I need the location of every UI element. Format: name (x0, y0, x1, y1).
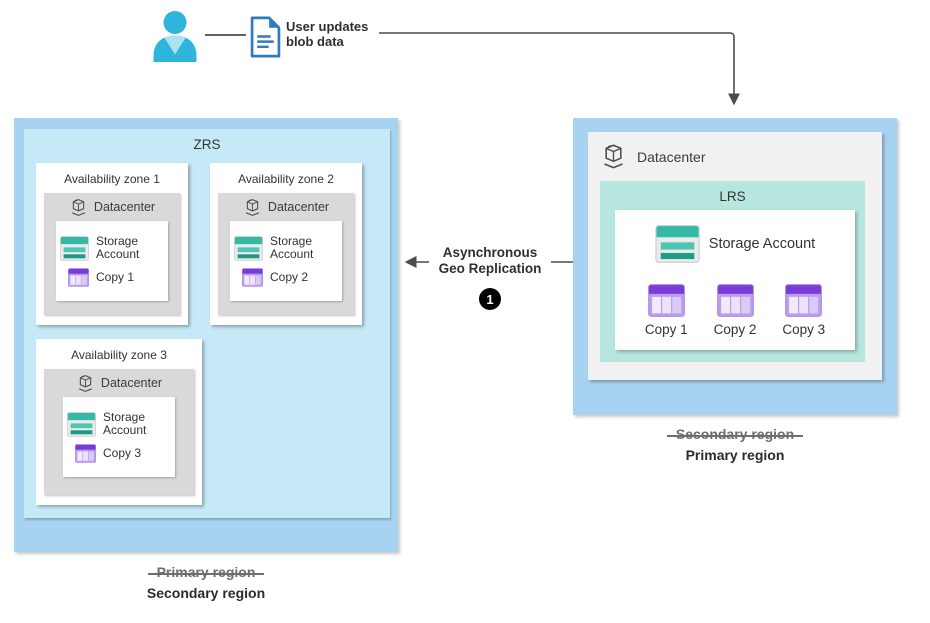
zone-2-datacenter-label: Datacenter (267, 200, 330, 214)
zone-2-storage-label: Storage Account (270, 234, 314, 261)
zone-2-storage-panel: Storage Account Copy 2 (230, 221, 342, 301)
zone-1-datacenter-header: Datacenter (44, 193, 180, 221)
geo-replication-label-line1: Asynchronous (442, 245, 538, 260)
copy-1-label: Copy 1 (644, 322, 688, 337)
zone-1-storage-panel: Storage Account Copy 1 (56, 221, 168, 301)
zrs-title: ZRS (193, 137, 221, 152)
availability-zone-3-title: Availability zone 3 (71, 348, 167, 362)
zone-2-datacenter-header: Datacenter (218, 193, 354, 221)
availability-zone-2-card: Availability zone 2 Datacenter Storage A… (210, 163, 362, 325)
availability-zone-3-card: Availability zone 3 Datacenter Storage A… (36, 339, 202, 505)
primary-datacenter-box: Datacenter LRS Storage Account Copy 1 Co… (588, 132, 882, 380)
storage-account-icon (234, 235, 263, 261)
table-copy-icon (716, 284, 754, 317)
datacenter-building-icon (78, 374, 93, 392)
user-update-label: User updates blob data (286, 19, 380, 49)
primary-datacenter-header: Datacenter (588, 132, 882, 170)
right-region-struck-label: Secondary region (666, 424, 804, 445)
lrs-title: LRS (719, 189, 746, 204)
person-icon (153, 11, 197, 62)
zone-3-storage-panel: Storage Account Copy 3 (63, 397, 175, 477)
user-update-line2: blob data (286, 34, 344, 49)
availability-zone-1-card: Availability zone 1 Datacenter Storage A… (36, 163, 188, 325)
lrs-storage-panel: Storage Account Copy 1 Copy 2 Copy 3 (615, 210, 855, 350)
lrs-group-box: LRS Storage Account Copy 1 Copy 2 (600, 181, 865, 362)
copy-3-label: Copy 3 (782, 322, 826, 337)
datacenter-building-icon (603, 144, 624, 169)
zone-1-storage-label: Storage Account (96, 234, 140, 261)
right-region-current-label: Primary region (685, 447, 785, 463)
copy-2-label: Copy 2 (713, 322, 757, 337)
table-copy-icon (68, 268, 89, 287)
datacenter-building-icon (245, 198, 260, 216)
zone-3-copy-row: Copy 3 (63, 444, 175, 463)
zone-2-copy-row: Copy 2 (230, 268, 342, 287)
zone-3-copy-label: Copy 3 (103, 446, 142, 460)
storage-account-icon (67, 411, 96, 437)
zone-3-datacenter-box: Datacenter Storage Account Copy 3 (44, 369, 194, 495)
copy-3-item: Copy 3 (782, 284, 825, 337)
zone-1-copy-label: Copy 1 (96, 270, 135, 284)
step-1-number: 1 (486, 291, 494, 307)
zone-1-copy-row: Copy 1 (56, 268, 168, 287)
lrs-storage-row: Storage Account (615, 225, 855, 263)
step-1-badge: 1 (479, 288, 501, 310)
table-copy-icon (242, 268, 263, 287)
zone-2-datacenter-box: Datacenter Storage Account Copy 2 (218, 193, 354, 315)
zone-2-storage-row: Storage Account (230, 235, 342, 261)
table-copy-icon (647, 284, 685, 317)
left-region-struck-label: Primary region (147, 562, 265, 583)
table-copy-icon (75, 444, 96, 463)
copy-1-item: Copy 1 (645, 284, 688, 337)
geo-replication-label: Asynchronous Geo Replication (429, 245, 551, 277)
storage-account-icon (60, 235, 89, 261)
zone-3-storage-label: Storage Account (103, 410, 147, 437)
user-update-line1: User updates (286, 19, 369, 34)
primary-datacenter-label: Datacenter (637, 148, 706, 165)
lrs-copies-row: Copy 1 Copy 2 Copy 3 (615, 284, 855, 337)
left-region-current-label: Secondary region (146, 585, 266, 601)
storage-account-icon (655, 225, 700, 263)
zone-1-storage-row: Storage Account (56, 235, 168, 261)
availability-zone-2-title: Availability zone 2 (238, 172, 334, 186)
left-region-labels: Primary region Secondary region (14, 562, 398, 604)
table-copy-icon (785, 284, 823, 317)
zone-1-datacenter-box: Datacenter Storage Account Copy 1 (44, 193, 180, 315)
zone-3-datacenter-label: Datacenter (100, 376, 163, 390)
zone-2-copy-label: Copy 2 (270, 270, 309, 284)
availability-zone-1-title: Availability zone 1 (64, 172, 160, 186)
zone-3-storage-row: Storage Account (63, 411, 175, 437)
zone-3-datacenter-header: Datacenter (44, 369, 194, 397)
geo-replication-label-line2: Geo Replication (438, 261, 542, 276)
datacenter-building-icon (71, 198, 86, 216)
lrs-storage-label: Storage Account (708, 236, 816, 252)
copy-2-item: Copy 2 (713, 284, 757, 337)
update-flow-arrow (379, 32, 740, 106)
zone-1-datacenter-label: Datacenter (93, 200, 156, 214)
blob-document-icon (250, 16, 281, 58)
right-region-labels: Secondary region Primary region (573, 424, 897, 466)
